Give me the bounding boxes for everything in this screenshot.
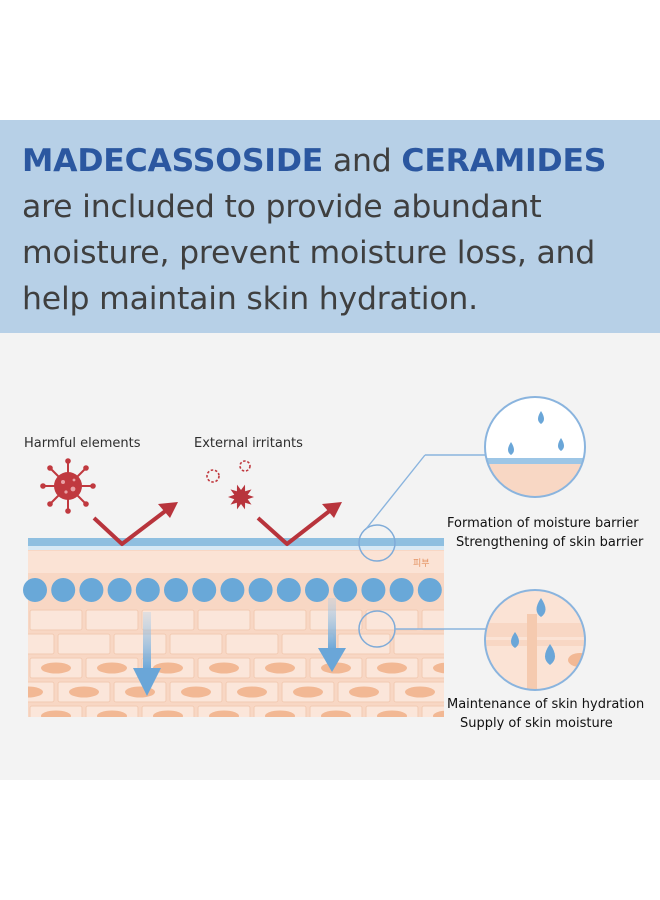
skin-cell — [29, 609, 83, 631]
skin-cell — [393, 633, 444, 655]
cell-nucleus — [28, 686, 43, 698]
headline-highlight-madecassoside: MADECASSOSIDE — [22, 143, 324, 179]
skin-cell — [337, 633, 391, 655]
cell-nucleus — [265, 710, 295, 717]
barrier-magnified-view — [484, 396, 586, 498]
cell-dot — [276, 578, 301, 602]
cell-dot — [220, 578, 245, 602]
cell-nucleus — [433, 662, 444, 674]
moisture-barrier-layer — [28, 538, 444, 546]
headline-text-and: and — [323, 143, 402, 179]
cell-nucleus — [153, 662, 183, 674]
headline: MADECASSOSIDE and CERAMIDES are included… — [22, 138, 652, 322]
cell-nucleus — [153, 710, 183, 717]
cell-nucleus — [97, 710, 127, 717]
deflect-arrow-icon — [256, 502, 342, 546]
hydration-label-line-1: Maintenance of skin hydration — [447, 697, 645, 712]
cell-nucleus — [209, 710, 239, 717]
cell-dot — [23, 578, 47, 602]
hydration-magnified-view — [484, 589, 586, 691]
water-drop-icon — [508, 411, 564, 455]
cell-dot — [417, 578, 442, 602]
cell-nucleus — [41, 710, 71, 717]
skin-top-layer — [28, 551, 444, 573]
cell-nucleus — [265, 662, 295, 674]
cell-dot — [361, 578, 386, 602]
harmful-elements-label: Harmful elements — [24, 436, 141, 451]
header-banner — [0, 120, 660, 333]
skin-cell — [225, 633, 279, 655]
cell-dot — [333, 578, 358, 602]
cell-nucleus — [97, 662, 127, 674]
cell-dot — [135, 578, 160, 602]
skin-cross-section — [23, 538, 444, 717]
deflect-arrow-icon — [92, 502, 178, 546]
skin-cell — [253, 609, 307, 631]
skin-cell — [421, 609, 444, 631]
cell-nucleus — [209, 662, 239, 674]
cell-nucleus — [405, 686, 435, 698]
barrier-label-line-2: Strengthening of skin barrier — [456, 535, 644, 550]
headline-highlight-ceramides: CERAMIDES — [401, 143, 607, 179]
cell-nucleus — [237, 686, 267, 698]
barrier-focus-circle — [358, 524, 396, 562]
cell-dot — [305, 578, 329, 602]
skin-cells — [28, 609, 444, 717]
cell-dot — [389, 578, 414, 602]
cell-nucleus — [181, 686, 211, 698]
cell-dot — [192, 578, 217, 602]
cell-nucleus — [377, 710, 407, 717]
cell-dot — [164, 578, 188, 602]
hydration-label-line-2: Supply of skin moisture — [460, 716, 613, 731]
cell-nucleus — [349, 686, 379, 698]
barrier-label-line-1: Formation of moisture barrier — [447, 516, 639, 531]
barrier-highlight — [28, 546, 444, 550]
skin-cell — [421, 657, 444, 679]
down-arrow-icon — [318, 598, 346, 672]
skin-cell — [169, 633, 223, 655]
skin-cell — [197, 609, 251, 631]
skin-cell — [85, 609, 139, 631]
skin-layer-label: 피부 — [413, 559, 430, 569]
cell-dot — [107, 578, 132, 602]
cell-nucleus — [377, 662, 407, 674]
cell-dot — [79, 578, 104, 602]
headline-text-rest: are included to provide abundant moistur… — [22, 189, 596, 317]
skin-cell — [57, 633, 111, 655]
cell-dot — [248, 578, 273, 602]
cell-nucleus — [293, 686, 323, 698]
skin-cell — [141, 609, 195, 631]
external-irritants-label: External irritants — [194, 436, 303, 451]
cell-nucleus — [321, 710, 351, 717]
cell-nucleus — [41, 662, 71, 674]
connector-lines — [365, 454, 486, 630]
cell-dot — [51, 578, 76, 602]
cell-dot-row — [23, 578, 442, 602]
virus-icon — [40, 458, 96, 514]
down-arrow-icon — [133, 612, 161, 696]
cell-nucleus — [433, 710, 444, 717]
irritant-icon — [206, 460, 254, 510]
skin-cell — [113, 633, 167, 655]
skin-cell — [28, 633, 55, 655]
water-drop-icon — [511, 598, 555, 665]
cell-nucleus — [69, 686, 99, 698]
